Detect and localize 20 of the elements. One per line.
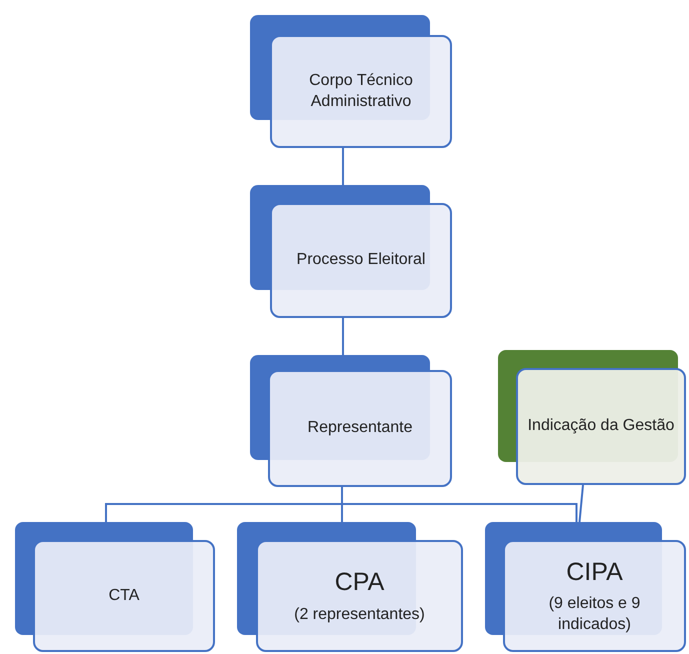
connector-line xyxy=(342,148,344,185)
node-text: CIPA xyxy=(566,556,623,588)
node-text: Representante xyxy=(308,418,412,438)
stacked-box xyxy=(15,522,215,652)
node-text: Indicação da Gestão xyxy=(528,416,674,436)
node-text: (9 eleitos e 9 indicados) xyxy=(548,594,642,636)
stacked-box xyxy=(250,185,452,318)
stacked-box xyxy=(250,15,452,148)
connector-line xyxy=(341,487,578,522)
stacked-box xyxy=(250,355,452,487)
stacked-box xyxy=(237,522,463,652)
node-text: (2 representantes) xyxy=(294,604,425,625)
node-text: Processo Eleitoral xyxy=(296,250,426,270)
stacked-box xyxy=(485,522,686,652)
connector-line xyxy=(342,318,344,355)
stacked-box xyxy=(498,350,686,485)
node-text: CTA xyxy=(108,586,140,606)
node-text: Corpo Técnico Administrativo xyxy=(308,70,414,112)
connector-line xyxy=(578,484,584,522)
node-text: CPA xyxy=(334,567,384,598)
